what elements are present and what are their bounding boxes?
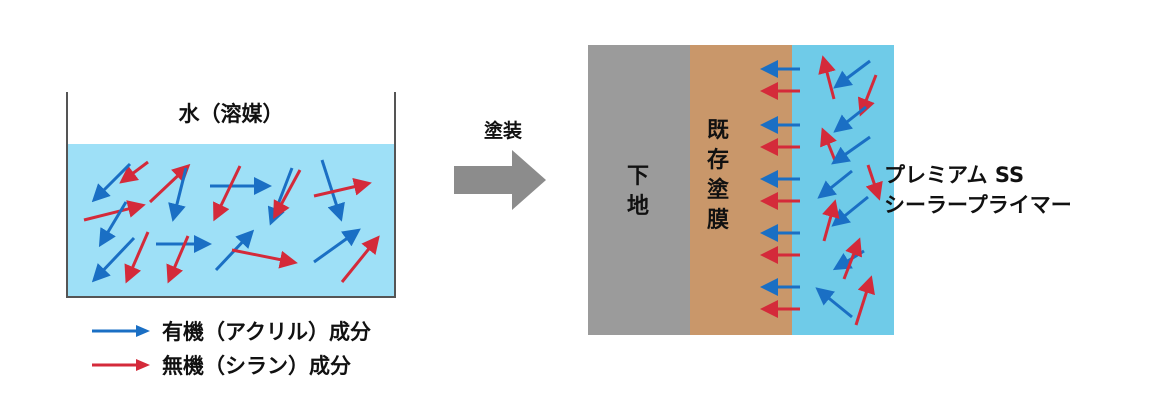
inorganic-arrow bbox=[822, 199, 840, 242]
primer-layer bbox=[792, 45, 894, 335]
inorganic-arrow bbox=[148, 163, 191, 204]
inorganic-arrow bbox=[857, 74, 878, 117]
organic-arrow bbox=[831, 195, 869, 227]
inorganic-arrow bbox=[854, 275, 875, 326]
substrate-label-char: 下 bbox=[626, 164, 649, 189]
film-label-char: 膜 bbox=[706, 208, 729, 233]
process-arrow-icon bbox=[454, 150, 546, 210]
primer-molecule-arrows bbox=[815, 55, 883, 326]
organic-arrow bbox=[817, 169, 853, 199]
organic-arrow bbox=[313, 228, 361, 264]
organic-arrow bbox=[91, 162, 132, 203]
primer-product-name: プレミアム SS シーラープライマー bbox=[884, 160, 1072, 220]
organic-arrow bbox=[815, 287, 853, 319]
process-label: 塗装 bbox=[483, 120, 522, 142]
legend-blue-arrow-icon bbox=[92, 325, 150, 337]
organic-arrow bbox=[168, 167, 188, 222]
inorganic-arrow bbox=[166, 235, 190, 284]
inorganic-arrow bbox=[865, 164, 883, 201]
inorganic-arrow bbox=[273, 169, 302, 220]
container-label: 水（溶媒） bbox=[178, 102, 284, 126]
legend-red-arrow-icon bbox=[92, 359, 150, 371]
existing-film-label: 既存塗膜 bbox=[698, 116, 738, 236]
inorganic-arrow bbox=[119, 160, 149, 184]
legend-organic: 有機（アクリル）成分 bbox=[90, 316, 371, 346]
inorganic-arrow bbox=[340, 235, 380, 283]
primer-name-line1: プレミアム SS bbox=[884, 163, 1025, 187]
substrate-layer bbox=[588, 45, 690, 335]
primer-name-line2: シーラープライマー bbox=[884, 193, 1072, 217]
organic-arrow bbox=[320, 159, 345, 222]
inorganic-arrow bbox=[213, 165, 242, 222]
legend-inorganic-label: 無機（シラン）成分 bbox=[162, 354, 351, 378]
film-label-char: 既 bbox=[706, 118, 729, 143]
inorganic-arrow bbox=[842, 237, 863, 280]
inorganic-arrow bbox=[231, 248, 298, 269]
substrate-label-char: 地 bbox=[626, 194, 649, 219]
legend-inorganic: 無機（シラン）成分 bbox=[90, 350, 351, 380]
inorganic-arrow bbox=[124, 231, 150, 284]
organic-arrow bbox=[214, 229, 255, 272]
organic-arrow bbox=[91, 236, 136, 283]
inorganic-arrow bbox=[818, 55, 836, 100]
legend-organic-label: 有機（アクリル）成分 bbox=[162, 320, 371, 344]
inorganic-arrow bbox=[313, 177, 372, 198]
solvent-container bbox=[66, 92, 396, 298]
layer-cross-section bbox=[588, 45, 894, 335]
organic-arrow bbox=[831, 135, 871, 165]
film-label-char: 存 bbox=[706, 148, 729, 173]
organic-arrow bbox=[833, 105, 867, 133]
molecule-arrows bbox=[83, 159, 380, 284]
substrate-label: 下地 bbox=[618, 162, 658, 222]
bonding-arrows bbox=[760, 60, 800, 318]
film-label-char: 塗 bbox=[706, 178, 729, 203]
organic-arrow bbox=[98, 201, 128, 248]
inorganic-arrow bbox=[83, 200, 146, 222]
organic-arrow bbox=[833, 59, 871, 89]
container-outline bbox=[66, 92, 396, 298]
